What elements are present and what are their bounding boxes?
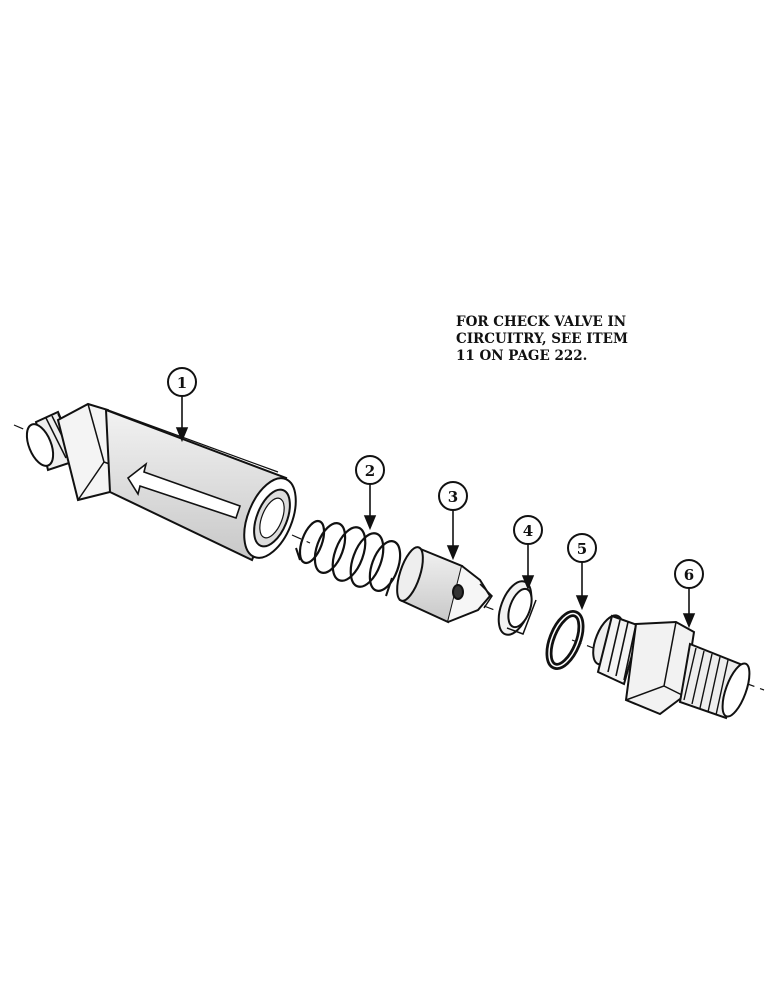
- fitting-part: [592, 614, 751, 720]
- o-ring-part: [545, 610, 585, 670]
- callout-4: 4: [513, 515, 543, 545]
- callout-1: 1: [167, 367, 197, 397]
- poppet-part: [396, 546, 493, 624]
- callout-3: 3: [438, 481, 468, 511]
- callout-number: 3: [448, 488, 458, 506]
- spring-part: [295, 519, 402, 597]
- callout-5: 5: [567, 533, 597, 563]
- valve-body-part: [25, 402, 297, 562]
- callout-number: 6: [684, 566, 694, 584]
- note-line: 11 ON PAGE 222.: [456, 348, 588, 364]
- callout-number: 4: [523, 522, 533, 540]
- reference-note: FOR CHECK VALVE IN CIRCUITRY, SEE ITEM 1…: [456, 314, 676, 365]
- note-line: FOR CHECK VALVE IN: [456, 314, 627, 330]
- callout-leaders: [175, 396, 696, 629]
- callout-number: 1: [177, 374, 187, 392]
- callout-2: 2: [355, 455, 385, 485]
- callout-6: 6: [674, 559, 704, 589]
- note-line: CIRCUITRY, SEE ITEM: [456, 331, 628, 347]
- callout-number: 2: [365, 462, 375, 480]
- callout-number: 5: [577, 540, 587, 558]
- seat-part: [497, 580, 537, 636]
